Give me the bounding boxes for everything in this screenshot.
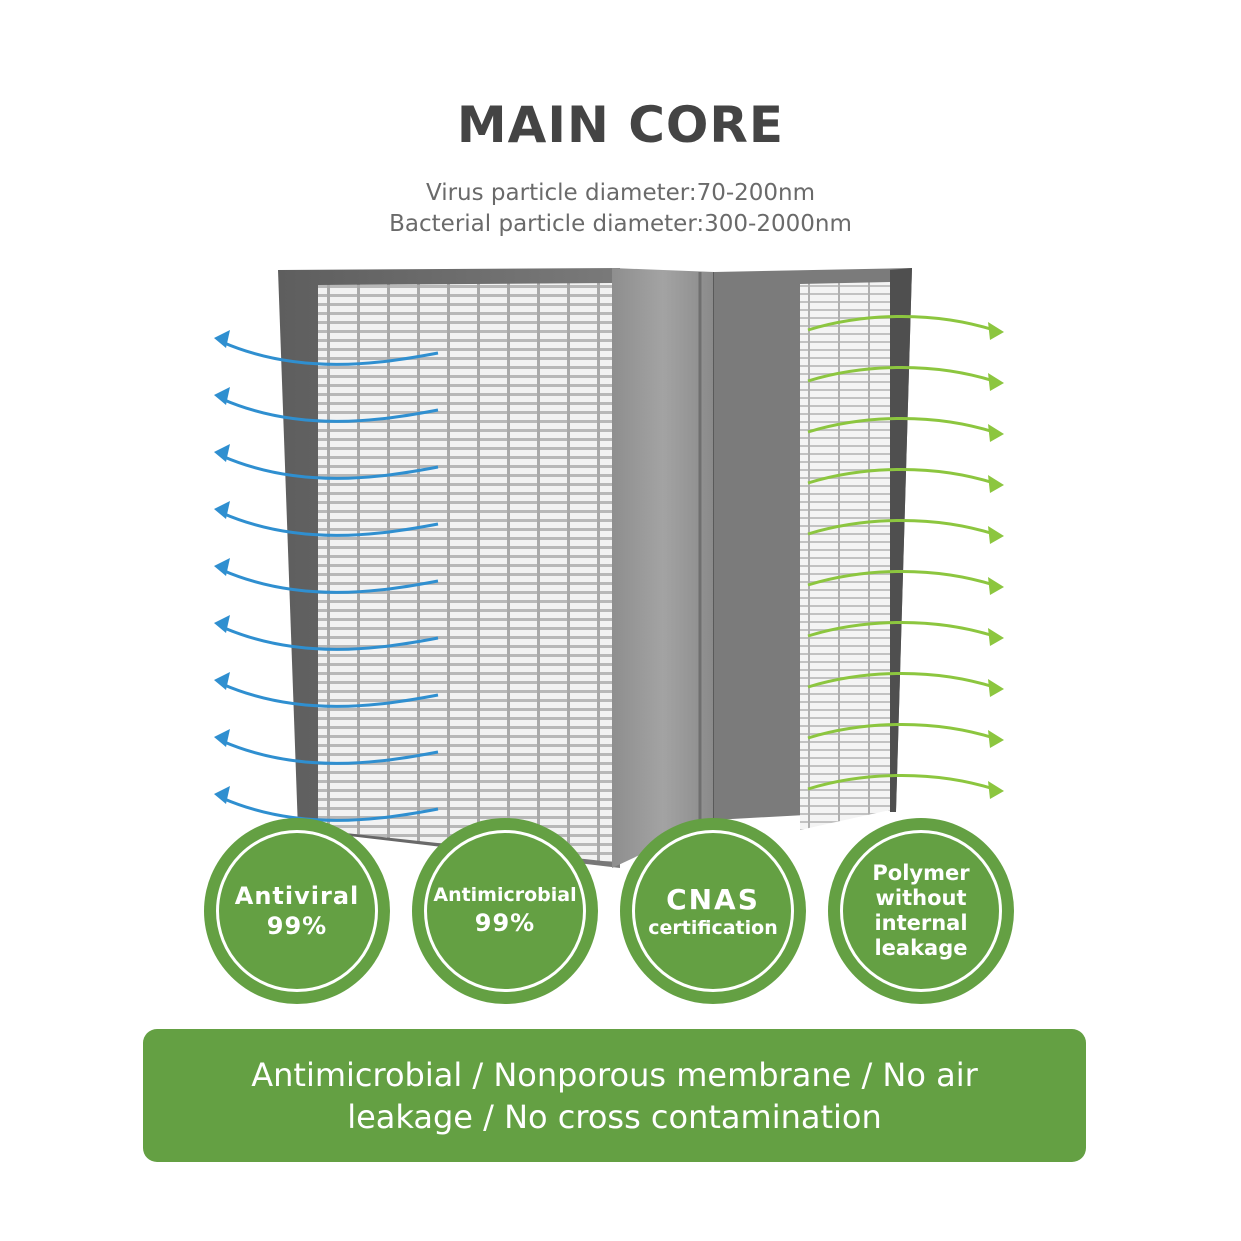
air-flow-in-line bbox=[807, 315, 995, 332]
air-flow-out-line bbox=[221, 511, 439, 537]
air-flow-out-line bbox=[221, 397, 439, 423]
arrow-head-icon bbox=[214, 672, 230, 690]
badge-line: without bbox=[875, 885, 967, 910]
air-flow-in-line bbox=[807, 570, 995, 587]
air-flow-in-line bbox=[807, 672, 995, 689]
air-flow-out-line bbox=[221, 340, 439, 366]
badge-value: certification bbox=[648, 916, 778, 939]
air-flow-in-line bbox=[807, 723, 995, 740]
outgoing-air-arrows-blue bbox=[214, 330, 439, 822]
arrow-head-icon bbox=[988, 475, 1004, 493]
air-flow-in-line bbox=[807, 774, 995, 791]
badge-antiviral: Antiviral 99% bbox=[204, 818, 390, 1004]
arrow-head-icon bbox=[214, 330, 230, 348]
air-flow-out-line bbox=[221, 739, 439, 765]
arrow-head-icon bbox=[214, 729, 230, 747]
arrow-head-icon bbox=[214, 786, 230, 804]
arrow-head-icon bbox=[214, 387, 230, 405]
feature-banner-text: Antimicrobial / Nonporous membrane / No … bbox=[251, 1055, 978, 1136]
badge-label: CNAS bbox=[666, 882, 760, 916]
arrow-head-icon bbox=[988, 526, 1004, 544]
arrow-head-icon bbox=[988, 628, 1004, 646]
arrow-head-icon bbox=[988, 424, 1004, 442]
feature-banner: Antimicrobial / Nonporous membrane / No … bbox=[143, 1029, 1086, 1162]
page-title: MAIN CORE bbox=[456, 96, 785, 154]
air-flow-in-line bbox=[807, 417, 995, 434]
core-right-mesh bbox=[800, 282, 890, 830]
badge-line: Polymer bbox=[872, 860, 970, 885]
arrow-head-icon bbox=[988, 577, 1004, 595]
badge-line: internal bbox=[874, 911, 968, 935]
badge-label: Antimicrobial bbox=[433, 884, 577, 907]
arrow-head-icon bbox=[214, 615, 230, 633]
air-flow-in-line bbox=[807, 366, 995, 383]
air-flow-out-line bbox=[221, 568, 439, 594]
air-flow-out-line bbox=[221, 454, 439, 480]
arrow-head-icon bbox=[988, 679, 1004, 697]
badge-value: 99% bbox=[474, 908, 536, 937]
badge-cnas-certification: CNAS certification bbox=[620, 818, 806, 1004]
air-flow-in-line bbox=[807, 519, 995, 536]
arrow-head-icon bbox=[214, 501, 230, 519]
arrow-head-icon bbox=[214, 558, 230, 576]
arrow-head-icon bbox=[988, 322, 1004, 340]
core-center-band bbox=[612, 268, 714, 868]
air-flow-out-line bbox=[221, 682, 439, 708]
air-flow-in-line bbox=[807, 468, 995, 485]
badge-polymer-no-leakage: Polymer without internal leakage bbox=[828, 818, 1014, 1004]
air-flow-out-line bbox=[221, 796, 439, 822]
badge-antimicrobial: Antimicrobial 99% bbox=[412, 818, 598, 1004]
arrow-head-icon bbox=[988, 730, 1004, 748]
air-flow-out-line bbox=[221, 625, 439, 651]
arrow-head-icon bbox=[214, 444, 230, 462]
badge-label: Antiviral bbox=[234, 882, 360, 910]
badge-value: 99% bbox=[266, 912, 328, 940]
arrow-head-icon bbox=[988, 373, 1004, 391]
incoming-air-arrows-green bbox=[807, 315, 1004, 799]
badge-line: leakage bbox=[874, 936, 968, 961]
subtitle-bacteria-diameter: Bacterial particle diameter:300-2000nm bbox=[389, 211, 852, 237]
core-left-mesh bbox=[318, 283, 612, 862]
arrow-head-icon bbox=[988, 781, 1004, 799]
air-flow-in-line bbox=[807, 621, 995, 638]
subtitle-virus-diameter: Virus particle diameter:70-200nm bbox=[425, 180, 816, 206]
